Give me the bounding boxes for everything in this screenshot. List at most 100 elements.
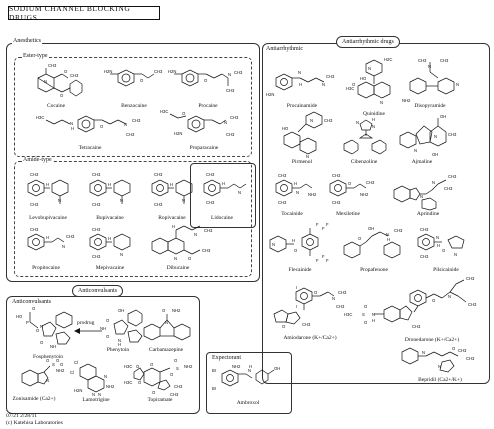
amide-type-label: Amide-type — [22, 157, 53, 163]
flecainide-atom-label: O — [294, 248, 298, 253]
bupivacaine-atom-label: CH3 — [92, 172, 101, 177]
amide-type-box — [14, 161, 252, 277]
dronedarone-structure: O N CH3 CH3 H3C O S N H O CH3 — [344, 272, 484, 336]
footer-date: 07/21 2/28/11 — [6, 413, 38, 419]
tetracaine-atom-label: O — [100, 124, 104, 129]
mexiletine-structure: CH3 O CH3 NH2 CH3 — [322, 172, 378, 212]
ambroxol-atom-label: NH2 — [232, 364, 241, 369]
phenytoin-atom-label: H — [118, 342, 121, 347]
dibucaine-atom-label: N — [174, 256, 177, 261]
procainamide-structure: H2N N H N CH3 — [266, 58, 340, 102]
dibucaine-atom-label: CH3 — [202, 248, 211, 253]
drug-mepivacaine: Mepivacaine — [95, 265, 125, 271]
tetracaine-atom-label: N — [70, 121, 73, 126]
drug-propafenone: Propafenone — [360, 267, 388, 273]
zonisamide-atom-label: O — [60, 362, 64, 367]
ajmaline-atom-label: N — [434, 134, 437, 139]
proparacaine-atom-label: H2N — [174, 131, 182, 136]
disopyramide-atom-label: NH2 — [402, 98, 411, 103]
drug-cibenzoline: Cibenzoline — [350, 159, 378, 165]
quinidine-atom-label: HO — [360, 76, 367, 81]
tetracaine-structure: H3C N H O N CH3 CH3 — [36, 112, 146, 140]
procainamide-atom-label: H2N — [266, 92, 274, 97]
cocaine-atom-label: N — [44, 79, 47, 84]
bupivacaine-atom-label: N — [120, 198, 123, 203]
ester-type-label: Ester-type — [22, 53, 49, 59]
ajmaline-atom-label: OH — [440, 114, 446, 119]
topiramate-atom-label: CH3 — [170, 392, 179, 397]
flecainide-atom-label: F — [316, 258, 319, 263]
benzocaine-structure: H2N O CH3 — [104, 66, 166, 94]
ambroxol-atom-label: N — [248, 368, 251, 373]
phenytoin-atom-label: OH — [118, 308, 124, 313]
cibenzoline-atom-label: H — [372, 117, 375, 122]
bupivacaine-atom-label: CH3 — [92, 202, 101, 207]
drug-aprindine: Aprindine — [416, 211, 440, 217]
drug-bepridil: Bepridil (Ca2+/K+) — [418, 377, 462, 383]
ajmaline-structure: N OH CH3 OH N — [392, 112, 458, 160]
propafenone-atom-label: CH3 — [394, 228, 403, 233]
drug-lamotrigine: Lamotrigine — [82, 397, 110, 403]
proparacaine-atom-label: H3C — [160, 109, 168, 114]
topiramate-atom-label: CH3 — [174, 384, 183, 389]
dibucaine-structure: N CH3 O N H CH3 — [144, 222, 216, 266]
pilsicainide-atom-label: N — [436, 235, 439, 240]
ambroxol-atom-label: Br — [212, 368, 217, 373]
tetracaine-atom-label: H3C — [36, 115, 44, 120]
flecainide-atom-label: F — [316, 222, 319, 227]
drug-amiodarone: Amiodarone (K+/Ca2+) — [283, 335, 337, 341]
bepridil-atom-label: O — [452, 346, 456, 351]
fosphenytoin-atom-label: O — [32, 306, 36, 311]
tetracaine-atom-label: N — [124, 122, 127, 127]
propafenone-structure: OH O N H CH3 — [340, 224, 408, 266]
dibucaine-atom-label: O — [188, 256, 192, 261]
drug-cocaine: Cocaine — [46, 103, 66, 109]
proparacaine-atom-label: N — [224, 120, 227, 125]
phenytoin-atom-label: NH — [100, 326, 106, 331]
drug-fosphenytoin: Fosphenytoin — [33, 354, 63, 360]
page-title: SODIUM CHANNEL BLOCKING DRUGS — [8, 4, 160, 22]
fosphenytoin-atom-label: HO — [16, 314, 23, 319]
proparacaine-atom-label: O — [182, 111, 186, 116]
procainamide-atom-label: CH3 — [326, 74, 335, 79]
levobupivacaine-atom-label: H — [46, 182, 49, 187]
ajmaline-atom-label: OH — [432, 152, 438, 157]
phenytoin-atom-label: O — [106, 334, 110, 339]
dronedarone-atom-label: H3C — [344, 312, 352, 317]
drug-tocainide: Tocainide — [281, 211, 303, 217]
prodrug-arrow-label: prodrug — [77, 320, 95, 326]
lamotrigine-atom-label: N — [92, 392, 95, 397]
ropivacaine-atom-label: CH3 — [154, 202, 163, 207]
tocainide-structure: CH3 H N NH2 CH3 — [268, 172, 328, 212]
quinidine-atom-label: H2C — [384, 57, 392, 62]
drug-levobupivacaine: Levobupivacaine — [29, 215, 67, 221]
topiramate-atom-label: H3C — [124, 380, 132, 385]
propafenone-atom-label: O — [358, 236, 362, 241]
dronedarone-atom-label: S — [362, 312, 365, 317]
procaine-atom-label: N — [228, 72, 231, 77]
disopyramide-atom-label: CH3 — [418, 58, 427, 63]
fosphenytoin-atom-label: N — [40, 324, 43, 329]
amiodarone-atom-label: CH3 — [336, 304, 345, 309]
amiodarone-atom-label: I — [296, 304, 297, 309]
drug-ambroxol: Ambroxol — [236, 400, 260, 406]
drug-ropivacaine: Ropivacaine — [158, 215, 186, 221]
bepridil-atom-label: CH3 — [466, 356, 475, 361]
zonisamide-structure: O NH2 S O O N — [18, 358, 70, 396]
dronedarone-atom-label: CH3 — [468, 302, 477, 307]
proparacaine-atom-label: CH3 — [230, 115, 239, 120]
zonisamide-atom-label: S — [52, 362, 55, 367]
zonisamide-atom-label: O — [56, 358, 60, 363]
drug-dibucaine: Dibucaine — [166, 265, 190, 271]
drug-lidocaine: Lidocaine — [211, 215, 233, 221]
fosphenytoin-atom-label: O — [36, 328, 40, 333]
levobupivacaine-structure: CH3 N H CH3 — [20, 170, 76, 216]
lidocaine-atom-label: N — [238, 190, 241, 195]
drug-dronedarone: Dronedarone (K+/Ca2+) — [404, 337, 460, 343]
tocainide-atom-label: N — [296, 190, 299, 195]
flecainide-structure: N H O F F F F F F — [266, 222, 340, 264]
anesthetics-group — [6, 43, 260, 282]
proparacaine-structure: H3C O H2N N CH3 CH3 — [160, 108, 244, 142]
mepivacaine-atom-label: CH3 — [92, 254, 101, 259]
disopyramide-atom-label: N — [428, 64, 431, 69]
